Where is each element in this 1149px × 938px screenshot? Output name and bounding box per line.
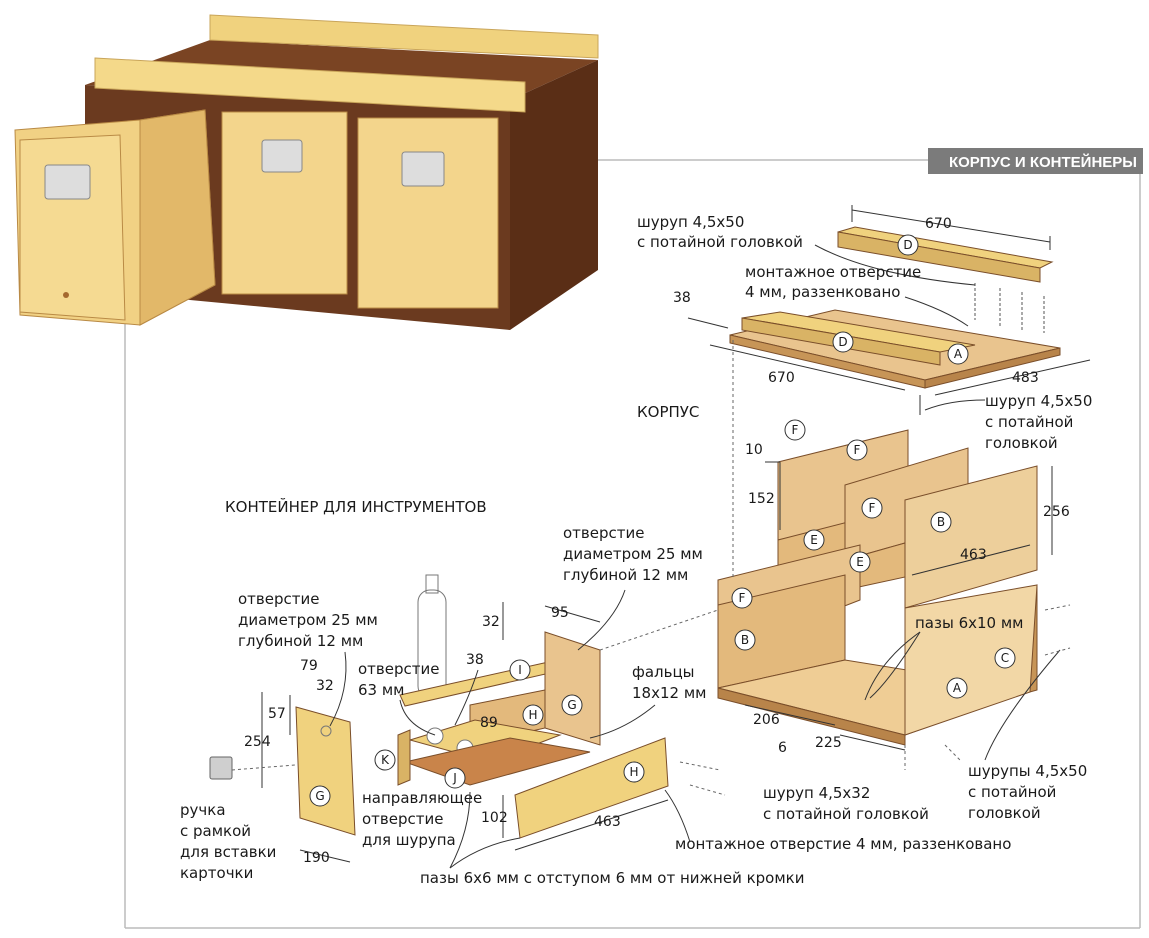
callout-screw-32-1: шуруп 4,5x32 xyxy=(763,784,870,802)
callout-screw-top-1: шуруп 4,5x50 xyxy=(637,213,744,231)
dim-32-top: 32 xyxy=(482,614,500,630)
dim-225: 225 xyxy=(815,735,842,751)
callout-screw-right-2: с потайной xyxy=(985,413,1073,431)
dim-463-panel: 463 xyxy=(960,547,987,563)
dim-190: 190 xyxy=(303,850,330,866)
badge-f4: F xyxy=(739,591,746,605)
badge-h1: H xyxy=(528,708,537,722)
section-title: КОРПУС И КОНТЕЙНЕРЫ xyxy=(949,153,1137,171)
badge-i: I xyxy=(518,663,522,677)
callout-hole25-a3: глубиной 12 мм xyxy=(238,632,363,650)
dim-57: 57 xyxy=(268,706,286,722)
callout-hole25-b3: глубиной 12 мм xyxy=(563,566,688,584)
dim-254: 254 xyxy=(244,734,271,750)
badge-e2: E xyxy=(856,555,864,569)
badge-a1: A xyxy=(954,347,963,361)
dim-32-side: 32 xyxy=(316,678,334,694)
badge-d2: D xyxy=(838,335,847,349)
callout-hole63-1: отверстие xyxy=(358,660,439,678)
badge-a2: A xyxy=(953,681,962,695)
dim-6: 6 xyxy=(778,740,787,756)
callout-handle-1: ручка xyxy=(180,801,226,819)
dim-206: 206 xyxy=(753,712,780,728)
dim-463-c: 463 xyxy=(594,814,621,830)
dim-95: 95 xyxy=(551,605,569,621)
top-callouts: шуруп 4,5x50 с потайной головкой монтажн… xyxy=(637,213,976,327)
dim-670-bottom: 670 xyxy=(768,370,795,386)
corpus-callouts: пазы 6x10 мм шурупы 4,5x50 с потайной го… xyxy=(864,604,1087,822)
corpus-body xyxy=(717,340,1038,770)
badge-j: J xyxy=(452,771,457,785)
heading-container: КОНТЕЙНЕР ДЛЯ ИНСТРУМЕНТОВ xyxy=(225,497,487,516)
callout-mount-hole-bottom: монтажное отверстие 4 мм, раззенковано xyxy=(675,835,1011,853)
dim-38: 38 xyxy=(673,290,691,306)
badge-f3: F xyxy=(869,501,876,515)
badge-g1: G xyxy=(567,698,576,712)
badge-b2: B xyxy=(741,633,749,647)
callout-handle-4: карточки xyxy=(180,864,253,882)
container-dimensions: 95 32 38 89 79 32 57 254 190 102 463 xyxy=(244,602,669,866)
callout-grooves-body: пазы 6x10 мм xyxy=(915,614,1024,632)
badge-f2: F xyxy=(854,443,861,457)
part-badges-top: D D A xyxy=(832,234,969,365)
badge-d1: D xyxy=(903,238,912,252)
callout-hole25-a1: отверстие xyxy=(238,590,319,608)
badge-b1: B xyxy=(937,515,945,529)
callout-screw-right-1: шуруп 4,5x50 xyxy=(985,392,1092,410)
callout-hole25-a2: диаметром 25 мм xyxy=(238,611,378,629)
container-badges: I G H K J G H xyxy=(309,659,645,807)
callout-handle-3: для вставки xyxy=(180,843,276,861)
dim-79: 79 xyxy=(300,658,318,674)
callout-hole25-b1: отверстие xyxy=(563,524,644,542)
dim-483: 483 xyxy=(1012,370,1039,386)
dim-38-c: 38 xyxy=(466,652,484,668)
callout-handle-2: с рамкой xyxy=(180,822,251,840)
callout-pilot-3: для шурупа xyxy=(362,831,456,849)
callout-pilot-2: отверстие xyxy=(362,810,443,828)
section-header: КОРПУС И КОНТЕЙНЕРЫ xyxy=(928,148,1143,174)
dim-670-top: 670 xyxy=(925,216,952,232)
heading-body: КОРПУС xyxy=(637,403,699,421)
badge-f1: F xyxy=(792,423,799,437)
callout-rabbets-2: 18x12 мм xyxy=(632,684,706,702)
dim-89: 89 xyxy=(480,715,498,731)
dim-102: 102 xyxy=(481,810,508,826)
callout-rabbets-1: фальцы xyxy=(632,663,695,681)
badge-h2: H xyxy=(629,765,638,779)
dim-256: 256 xyxy=(1043,504,1070,520)
callout-screws-bottom-1: шурупы 4,5x50 xyxy=(968,762,1087,780)
callout-grooves-bottom: пазы 6x6 мм с отступом 6 мм от нижней кр… xyxy=(420,869,804,887)
cabinet-photo xyxy=(14,14,599,330)
dim-10: 10 xyxy=(745,442,763,458)
callout-mount-hole-2: 4 мм, раззенковано xyxy=(745,283,900,301)
container-callouts: отверстие диаметром 25 мм глубиной 12 мм… xyxy=(180,524,1011,887)
corpus-badges: F F F B E E F B C A xyxy=(731,419,1016,699)
callout-screw-right-3: головкой xyxy=(985,434,1058,452)
badge-e1: E xyxy=(810,533,818,547)
callout-screws-bottom-2: с потайной xyxy=(968,783,1056,801)
callout-screw-32-2: с потайной головкой xyxy=(763,805,929,823)
callout-screws-bottom-3: головкой xyxy=(968,804,1041,822)
callout-pilot-1: направляющее xyxy=(362,789,482,807)
callout-mount-hole-1: монтажное отверстие xyxy=(745,263,921,281)
badge-g2: G xyxy=(315,789,324,803)
corpus-dimensions: 10 152 256 463 206 6 225 xyxy=(744,442,1070,756)
right-screw-callout: шуруп 4,5x50 с потайной головкой xyxy=(919,392,1092,452)
callout-hole25-b2: диаметром 25 мм xyxy=(563,545,703,563)
dim-152: 152 xyxy=(748,491,775,507)
badge-c1: C xyxy=(1001,651,1009,665)
callout-hole63-2: 63 мм xyxy=(358,681,405,699)
callout-screw-top-2: с потайной головкой xyxy=(637,233,803,251)
badge-k: K xyxy=(381,753,390,767)
